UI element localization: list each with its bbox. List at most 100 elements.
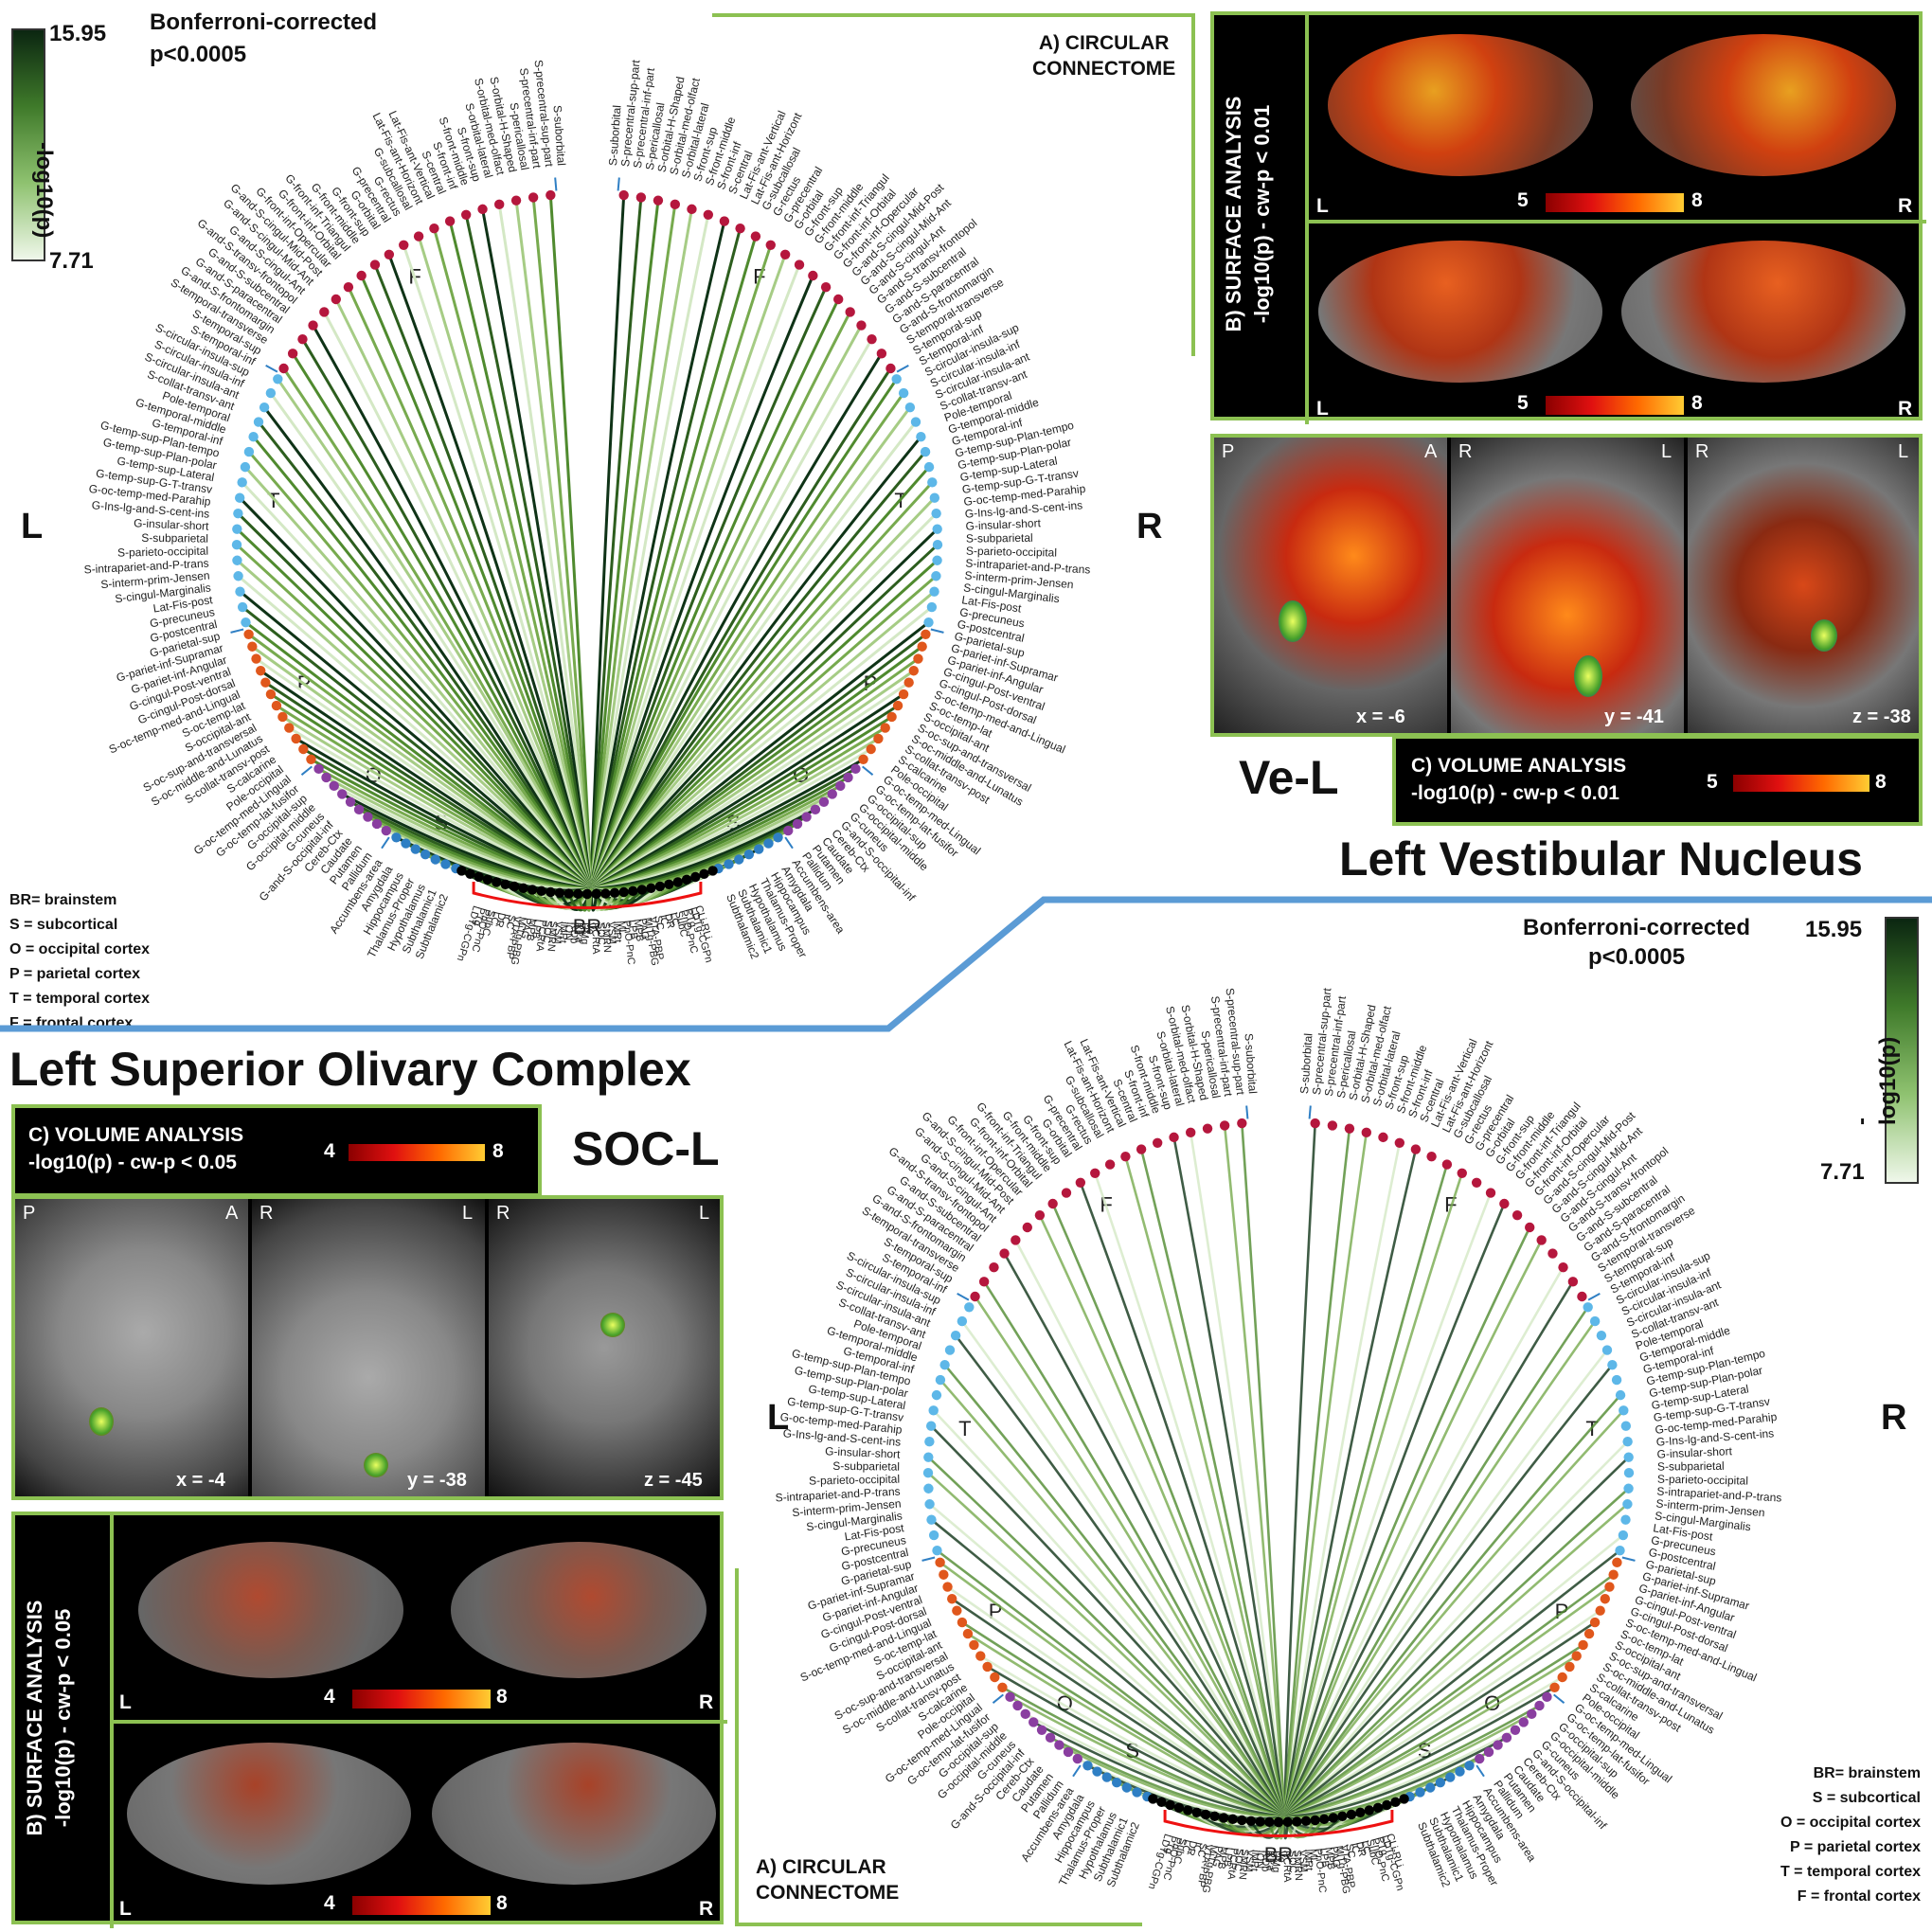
brainstem-label: PAG	[1328, 1846, 1342, 1869]
connection-line	[1282, 1280, 1574, 1817]
node-temporal	[1623, 1452, 1634, 1462]
node-subcortical	[763, 838, 774, 849]
node-parietal	[942, 1582, 953, 1592]
connection-line	[589, 496, 936, 889]
connectome-top: FTPOSFTPOSBRS-suborbitalS-precentral-sup…	[83, 59, 1090, 967]
node-frontal	[856, 320, 867, 331]
ve-brain-lateral-right	[1631, 34, 1896, 176]
node-frontal	[399, 240, 409, 250]
connection-line	[589, 298, 840, 889]
ve-coord-y: y = -41	[1604, 707, 1664, 727]
node-parietal	[1549, 1682, 1560, 1692]
brainstem-bracket	[472, 882, 703, 910]
node-temporal	[931, 508, 941, 519]
soc-volume-label-line2: -log10(p) - cw-p < 0.05	[28, 1152, 237, 1174]
region-label: S-parieto-occipital	[966, 545, 1057, 560]
node-frontal	[384, 249, 395, 259]
node-brainstem	[600, 888, 611, 899]
node-parietal	[898, 689, 909, 700]
node-frontal	[287, 349, 298, 359]
node-brainstem	[664, 879, 674, 889]
connection-line	[589, 528, 939, 889]
node-brainstem	[1364, 1805, 1374, 1816]
node-frontal	[1202, 1123, 1213, 1134]
node-parietal	[247, 641, 258, 652]
node-subcortical	[430, 854, 440, 865]
node-temporal	[273, 374, 283, 385]
connection-line	[1282, 1440, 1629, 1817]
connection-line	[589, 481, 934, 889]
node-brainstem	[628, 886, 638, 897]
node-temporal	[929, 586, 939, 597]
connection-line	[236, 528, 593, 889]
colorbar-bottom-right-min: 7.71	[1820, 1159, 1865, 1185]
connection-line	[387, 254, 593, 889]
node-parietal	[1595, 1605, 1605, 1616]
node-temporal	[235, 586, 245, 597]
node-brainstem	[509, 881, 520, 892]
connection-line	[589, 575, 938, 890]
brainstem-label: iMRt	[557, 921, 569, 943]
node-temporal	[1601, 1345, 1613, 1355]
node-temporal	[1620, 1514, 1631, 1525]
brainstem-label: SC	[1195, 1842, 1209, 1858]
node-frontal	[1237, 1118, 1247, 1129]
node-temporal	[910, 417, 921, 427]
soc-surface-label-line1: B) SURFACE ANALYSIS	[23, 1600, 46, 1836]
lobe-tick-frontal	[1308, 1105, 1312, 1119]
colorbar-bottom-right-max: 15.95	[1805, 917, 1863, 942]
node-subcortical	[1425, 1782, 1436, 1793]
brainstem-label: PAG	[518, 917, 532, 939]
node-occipital	[818, 796, 830, 807]
brainstem-label: SOC	[1231, 1848, 1244, 1871]
connection-line	[241, 481, 593, 889]
connection-line	[983, 1280, 1286, 1817]
connection-line	[927, 1472, 1285, 1817]
region-label: G-insular-short	[134, 516, 210, 532]
brainstem-label: ION	[1254, 1850, 1266, 1869]
node-brainstem	[456, 866, 467, 876]
node-brainstem	[699, 868, 709, 879]
node-parietal	[271, 700, 282, 711]
brainstem-label: DR	[492, 911, 507, 928]
connection-line	[235, 544, 593, 890]
ve-volume-label-line2: -log10(p) - cw-p < 0.01	[1411, 782, 1619, 805]
node-temporal	[924, 1499, 935, 1510]
node-frontal	[1361, 1127, 1372, 1138]
brainstem-label: PTg	[471, 905, 487, 927]
node-occipital	[1542, 1691, 1552, 1703]
ve-volume-scale-min: 5	[1707, 771, 1718, 793]
node-temporal	[939, 1360, 950, 1370]
node-occipital	[313, 763, 324, 775]
connection-line	[1283, 1487, 1630, 1817]
connection-line	[589, 221, 726, 889]
connection-line	[239, 496, 593, 889]
node-parietal	[277, 711, 288, 723]
node-temporal	[925, 1421, 937, 1431]
node-frontal	[808, 270, 818, 281]
connection-line	[1283, 1585, 1611, 1818]
circular-title-top-line1: A) CIRCULAR	[1038, 32, 1170, 54]
node-temporal	[1615, 1546, 1625, 1556]
circular-title-top: A) CIRCULAR CONNECTOME	[1032, 30, 1175, 82]
connection-line	[986, 1665, 1285, 1818]
node-frontal	[1136, 1144, 1147, 1154]
node-occipital	[1063, 1746, 1074, 1758]
region-label: S-parieto-occipital	[1657, 1473, 1748, 1488]
legend-top-3: P = parietal cortex	[9, 966, 140, 982]
connection-line	[237, 512, 593, 889]
node-parietal	[997, 1682, 1008, 1692]
brainstem-label: VSM	[605, 921, 617, 945]
node-temporal	[1607, 1360, 1618, 1370]
node-occipital	[363, 812, 373, 822]
connection-line	[974, 1296, 1286, 1817]
node-frontal	[1152, 1137, 1163, 1148]
node-temporal	[240, 461, 251, 473]
node-frontal	[1577, 1291, 1587, 1302]
brainstem-label: IC	[657, 914, 671, 926]
connection-line	[590, 605, 933, 890]
node-temporal	[922, 1468, 934, 1478]
ve-scale-bar-2	[1546, 396, 1684, 415]
connection-line	[589, 214, 710, 889]
node-brainstem	[618, 886, 629, 898]
